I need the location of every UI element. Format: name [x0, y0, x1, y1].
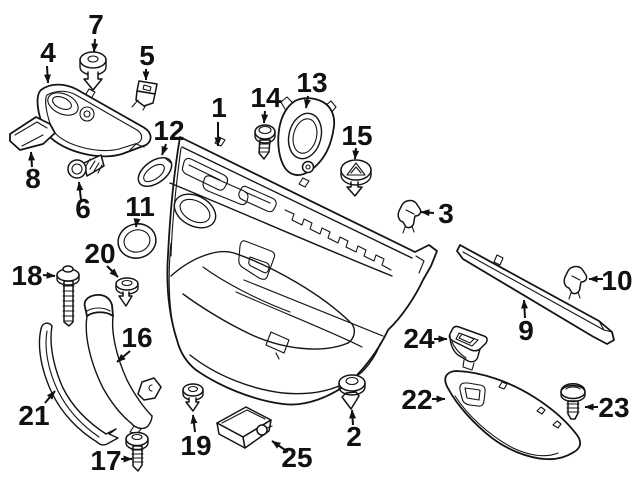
callout-6: 6: [75, 181, 91, 224]
callout-number: 5: [139, 40, 155, 71]
callout-number: 16: [121, 322, 152, 353]
part-4-upper-trim-strip: [36, 83, 152, 158]
callout-number: 3: [438, 198, 454, 229]
callout-number: 15: [341, 120, 372, 151]
callout-4: 4: [40, 37, 56, 84]
part-15-grommet-clip: [340, 159, 372, 197]
callout-number: 6: [75, 193, 91, 224]
part-16-pull-handle-trim: [83, 293, 162, 435]
callout-arrow: [303, 95, 311, 109]
part-7-push-pin: [79, 51, 107, 91]
callout-1: 1: [211, 92, 227, 147]
part-10-molding-clip: [563, 265, 588, 300]
callout-arrow: [190, 414, 198, 433]
callout-number: 4: [40, 37, 56, 68]
callout-number: 19: [180, 430, 211, 461]
part-24-window-switch: [448, 325, 488, 371]
callout-8: 8: [25, 151, 41, 194]
callout-number: 8: [25, 163, 41, 194]
callout-19: 19: [180, 414, 212, 461]
callout-number: 20: [84, 238, 115, 269]
callout-arrow: [42, 271, 56, 279]
callout-arrow: [349, 409, 357, 426]
callout-arrow: [76, 181, 84, 201]
part-20-rivet-clip: [115, 277, 139, 307]
part-5-clip: [131, 80, 158, 111]
callout-arrow: [133, 218, 141, 228]
callout-10: 10: [588, 265, 633, 296]
callout-14: 14: [250, 82, 282, 124]
callout-number: 7: [88, 9, 104, 40]
callout-23: 23: [584, 392, 630, 423]
part-14-screw: [254, 124, 276, 160]
callout-number: 18: [11, 260, 42, 291]
part-2-trim-grommet: [338, 374, 366, 410]
callout-arrow: [28, 151, 36, 168]
callout-21: 21: [18, 390, 56, 431]
callout-20: 20: [84, 238, 119, 278]
callout-arrow: [261, 110, 269, 124]
callout-5: 5: [139, 40, 155, 81]
callout-11: 11: [125, 191, 155, 228]
part-21-pull-handle-cover: [38, 322, 119, 446]
callout-number: 2: [346, 421, 362, 452]
part-23-screw: [560, 383, 586, 420]
callout-arrow: [271, 440, 289, 453]
callout-16: 16: [116, 322, 153, 363]
callout-number: 22: [401, 384, 432, 415]
callout-arrow: [420, 209, 435, 217]
callout-2: 2: [346, 409, 362, 452]
callout-number: 1: [211, 92, 227, 123]
callout-25: 25: [271, 440, 313, 473]
callout-3: 3: [420, 198, 454, 229]
part-25-courtesy-lamp: [216, 406, 273, 449]
part-6-screw: [67, 154, 105, 179]
callout-17: 17: [90, 445, 133, 476]
callout-arrow: [91, 38, 99, 53]
callout-number: 23: [598, 392, 629, 423]
part-3-clip: [397, 199, 422, 234]
callout-arrow: [106, 265, 119, 278]
callout-18: 18: [11, 260, 56, 291]
callout-arrow: [161, 143, 169, 156]
callout-arrow: [520, 299, 528, 319]
part-22-switch-panel-trim: [444, 370, 581, 461]
callout-number: 10: [601, 265, 632, 296]
part-17-screw: [125, 431, 149, 472]
part-11-gasket-ring: [117, 223, 157, 259]
part-13-speaker-bracket: [277, 96, 337, 176]
callout-arrow: [116, 350, 131, 363]
callout-number: 12: [153, 115, 184, 146]
part-1-door-trim-panel: [166, 136, 438, 406]
callout-12: 12: [153, 115, 185, 156]
callout-arrow: [44, 390, 56, 404]
callout-number: 13: [296, 67, 327, 98]
callout-number: 14: [250, 82, 282, 113]
callout-24: 24: [403, 323, 448, 354]
part-12-trim-cap: [137, 156, 173, 188]
callout-number: 21: [18, 400, 49, 431]
callout-7: 7: [88, 9, 104, 53]
callout-arrow: [352, 147, 360, 160]
part-9-door-molding: [456, 244, 615, 345]
callout-number: 11: [125, 191, 155, 222]
callout-15: 15: [341, 120, 373, 160]
part-19-rivet-clip: [182, 383, 204, 412]
callout-number: 24: [403, 323, 435, 354]
part-8-end-cover: [9, 116, 56, 151]
callout-number: 17: [90, 445, 121, 476]
callout-number: 9: [518, 315, 534, 346]
callout-9: 9: [518, 299, 534, 346]
callout-22: 22: [401, 384, 446, 415]
callout-arrow: [44, 65, 51, 84]
callout-13: 13: [296, 67, 328, 109]
part-18-bolt: [56, 265, 80, 327]
callout-number: 25: [281, 442, 312, 473]
